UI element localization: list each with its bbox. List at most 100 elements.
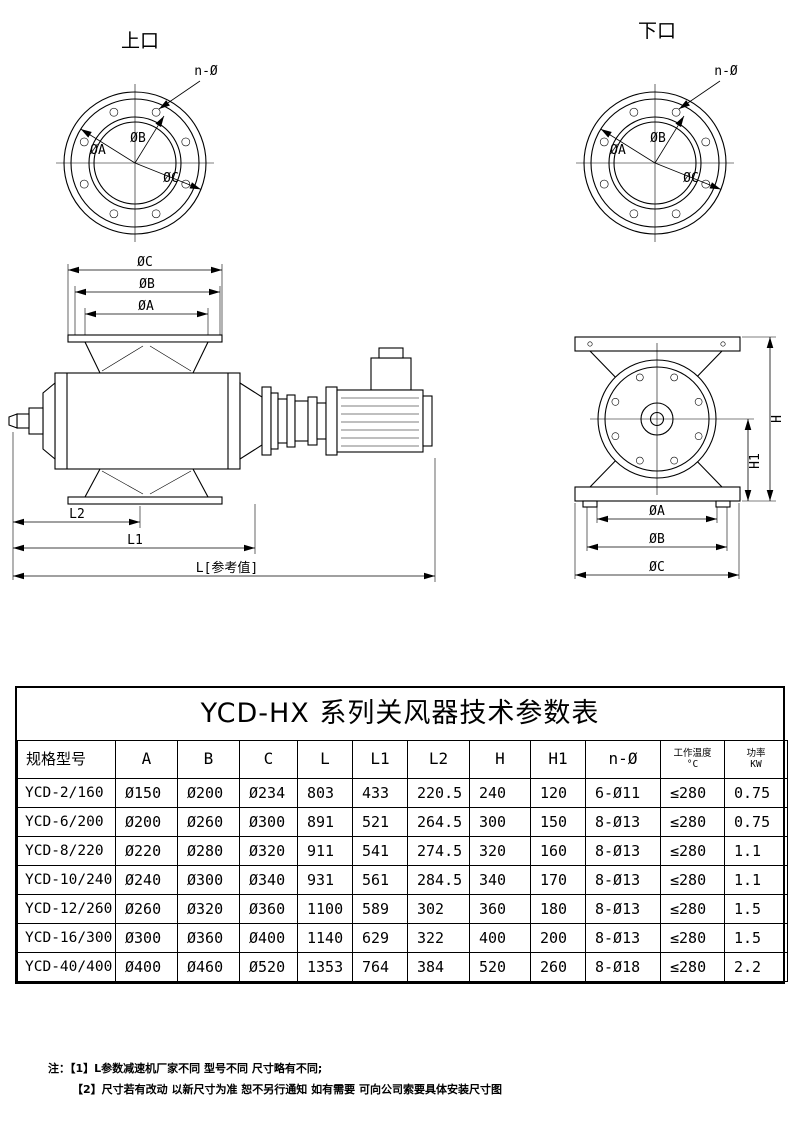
table-cell: 284.5	[407, 865, 470, 895]
side-dim-l2: L2	[69, 507, 85, 522]
column-header: B	[177, 740, 240, 779]
column-header: n-Ø	[585, 740, 661, 779]
table-cell: Ø260	[115, 894, 178, 924]
column-header: L	[297, 740, 353, 779]
table-cell: 931	[297, 865, 353, 895]
side-view-drawing: ØC ØB ØA	[8, 256, 436, 582]
inlet-hopper	[84, 341, 209, 374]
table-cell: 589	[352, 894, 408, 924]
table-cell: ≤280	[660, 836, 725, 866]
notes-label: 注：	[48, 1062, 70, 1075]
table-cell: 170	[530, 865, 586, 895]
side-dim-l: L[参考值]	[196, 560, 258, 576]
column-header: 规格型号	[17, 740, 116, 779]
table-cell: 803	[297, 778, 353, 808]
table-cell: Ø200	[115, 807, 178, 837]
side-dim-a: ØA	[138, 299, 154, 314]
table-cell: 264.5	[407, 807, 470, 837]
table-cell: Ø280	[177, 836, 240, 866]
bottom-flange	[67, 496, 223, 505]
column-header: A	[115, 740, 178, 779]
column-header: H1	[530, 740, 586, 779]
dim-label-b: ØB	[650, 131, 666, 146]
dim-label-b: ØB	[130, 131, 146, 146]
table-cell: Ø234	[239, 778, 298, 808]
bolt-holes	[611, 373, 703, 465]
motor	[325, 347, 433, 456]
table-cell: Ø260	[177, 807, 240, 837]
table-cell: Ø300	[115, 923, 178, 953]
bolt-holes	[79, 107, 191, 219]
outlet-hopper	[84, 468, 209, 498]
table-cell: 1.1	[724, 836, 788, 866]
table-cell: 160	[530, 836, 586, 866]
table-cell: 891	[297, 807, 353, 837]
column-header: C	[239, 740, 298, 779]
table-cell: ≤280	[660, 807, 725, 837]
dim-label-c: ØC	[163, 171, 179, 186]
table-cell: YCD-16/300	[17, 923, 116, 953]
table-cell: ≤280	[660, 865, 725, 895]
table-cell: 180	[530, 894, 586, 924]
table-cell: YCD-40/400	[17, 952, 116, 982]
column-header: 工作温度 °C	[660, 740, 725, 779]
valve-body	[54, 372, 241, 470]
table-cell: Ø200	[177, 778, 240, 808]
table-cell: 0.75	[724, 807, 788, 837]
table-cell: 8-Ø18	[585, 952, 661, 982]
front-dim-a: ØA	[649, 504, 665, 519]
table-cell: 911	[297, 836, 353, 866]
table-cell: 2.2	[724, 952, 788, 982]
table-cell: 240	[469, 778, 531, 808]
dim-label-c: ØC	[683, 171, 699, 186]
table-cell: Ø460	[177, 952, 240, 982]
table-cell: Ø400	[239, 923, 298, 953]
table-cell: 561	[352, 865, 408, 895]
note-text-2: 【2】尺寸若有改动 以新尺寸为准 恕不另行通知 如有需要 可向公司索要具体安装尺…	[72, 1083, 502, 1097]
bottom-port-title: 下口	[637, 20, 676, 42]
table-title: YCD-HX 系列关风器技术参数表	[200, 698, 600, 729]
dim-label-a: ØA	[610, 143, 626, 158]
bearing-housing	[28, 407, 44, 435]
table-cell: ≤280	[660, 778, 725, 808]
table-cell: Ø360	[177, 923, 240, 953]
top-port-flange-drawing: ØA ØB ØC n-Ø	[56, 64, 218, 242]
table-cell: YCD-6/200	[17, 807, 116, 837]
column-header: L1	[352, 740, 408, 779]
table-cell: 8-Ø13	[585, 894, 661, 924]
notes: 注：【1】L参数减速机厂家不同 型号不同 尺寸略有不同; 【2】尺寸若有改动 以…	[48, 1058, 502, 1101]
table-cell: Ø360	[239, 894, 298, 924]
table-cell: Ø520	[239, 952, 298, 982]
table-cell: 0.75	[724, 778, 788, 808]
table-cell: Ø400	[115, 952, 178, 982]
table-cell: 8-Ø13	[585, 865, 661, 895]
table-cell: Ø320	[177, 894, 240, 924]
bottom-port-flange-drawing: ØA ØB ØC n-Ø	[576, 64, 738, 242]
table-cell: 1.5	[724, 923, 788, 953]
note-text-1: 【1】L参数减速机厂家不同 型号不同 尺寸略有不同;	[70, 1062, 323, 1075]
table-cell: Ø150	[115, 778, 178, 808]
table-cell: YCD-8/220	[17, 836, 116, 866]
table-cell: 384	[407, 952, 470, 982]
front-view-drawing: H H1 ØA ØB ØC	[574, 336, 785, 579]
table-cell: 120	[530, 778, 586, 808]
table-cell: 1100	[297, 894, 353, 924]
table-cell: YCD-10/240	[17, 865, 116, 895]
table-cell: 200	[530, 923, 586, 953]
shaft-end	[16, 413, 30, 429]
bolt-count-label: n-Ø	[714, 64, 738, 79]
column-header: 功率 KW	[724, 740, 788, 779]
note-line-2: 【2】尺寸若有改动 以新尺寸为准 恕不另行通知 如有需要 可向公司索要具体安装尺…	[48, 1079, 502, 1100]
table-cell: 320	[469, 836, 531, 866]
table-cell: 1.1	[724, 865, 788, 895]
table-cell: 400	[469, 923, 531, 953]
